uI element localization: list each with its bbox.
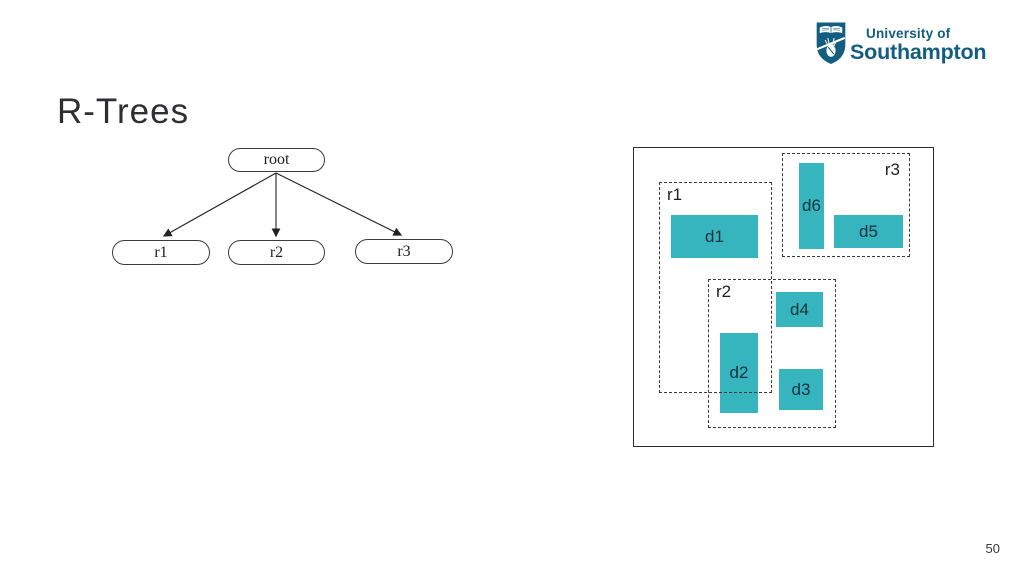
region-box-r2: r2	[708, 279, 836, 428]
region-box-r3: r3	[782, 153, 910, 257]
data-rect-label-d6: d6	[802, 196, 821, 215]
logo-line-southampton: Southampton	[850, 39, 987, 64]
data-rect-d5: d5	[834, 215, 903, 248]
university-logo-text: University of Southampton	[850, 21, 987, 64]
page-number: 50	[985, 541, 1000, 556]
university-shield-icon	[816, 22, 846, 64]
data-rect-label-d5: d5	[859, 221, 878, 241]
page-title: R-Trees	[57, 92, 190, 131]
data-rect-d2: d2	[720, 333, 758, 413]
tree-node-r1: r1	[112, 240, 210, 265]
logo-line-university-of: University of	[866, 26, 951, 41]
region-label-r3: r3	[884, 160, 900, 179]
data-rect-d3: d3	[779, 369, 823, 410]
region-label-r2: r2	[716, 282, 732, 301]
tree-node-root: root	[228, 148, 325, 172]
data-rect-d4: d4	[776, 292, 823, 327]
data-rect-label-d3: d3	[791, 379, 811, 399]
region-box-r1: r1	[659, 182, 772, 393]
data-rect-d6: d6	[799, 163, 824, 249]
university-logo: University of Southampton	[815, 21, 987, 65]
data-rect-d1: d1	[671, 215, 758, 258]
tree-node-r2: r2	[228, 240, 325, 265]
region-label-r1: r1	[667, 185, 683, 204]
data-rect-label-d4: d4	[790, 299, 809, 319]
data-rect-label-d2: d2	[729, 363, 749, 382]
data-rect-label-d1: d1	[705, 226, 724, 246]
tree-node-r3: r3	[355, 239, 453, 264]
